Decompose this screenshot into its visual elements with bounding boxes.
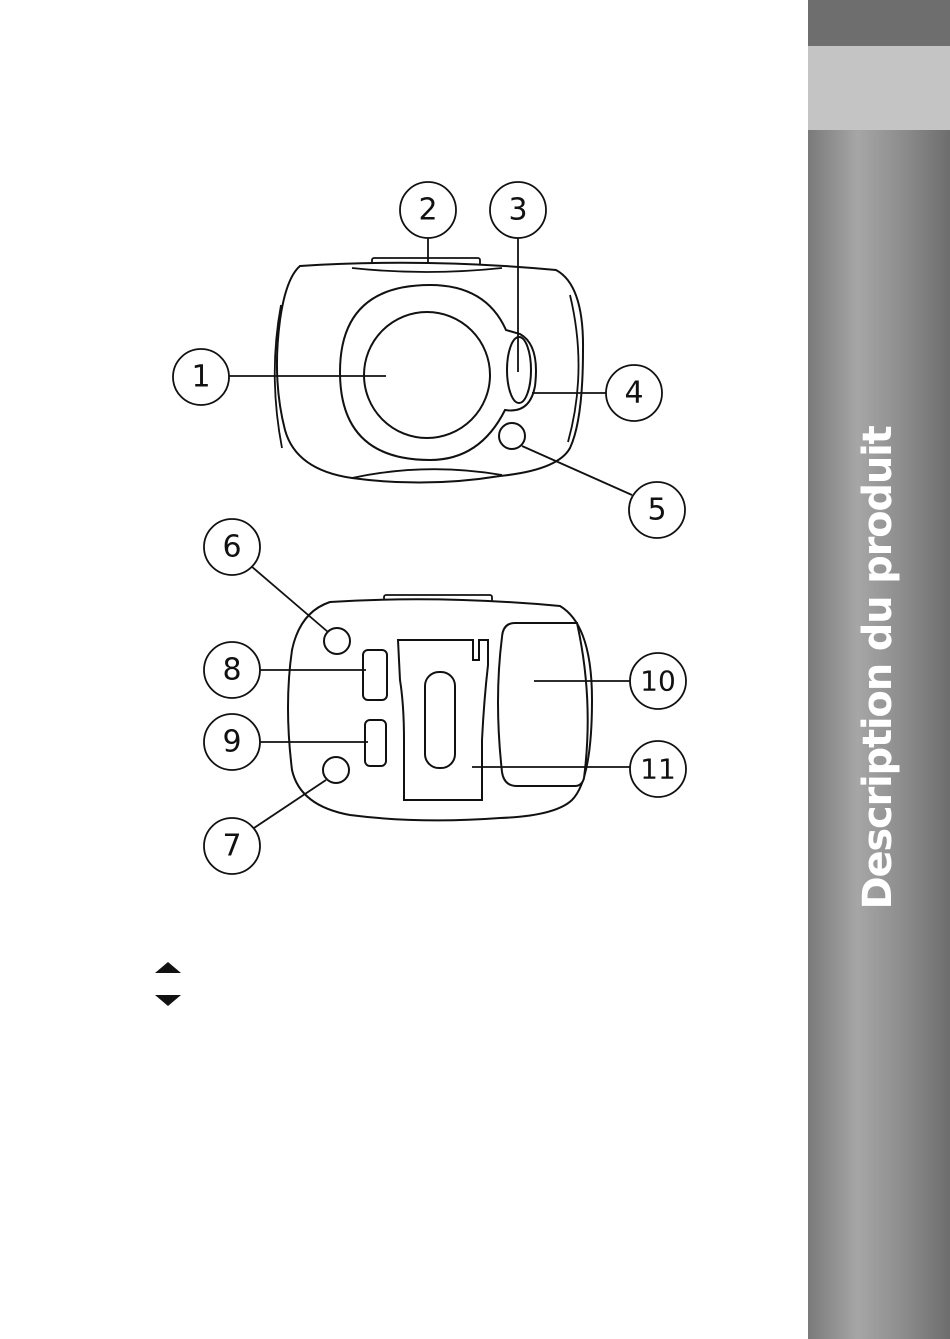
callout-1-label: 1 bbox=[191, 360, 210, 395]
leader-7 bbox=[254, 780, 326, 828]
callout-5: 5 bbox=[629, 482, 685, 538]
leader-5 bbox=[522, 446, 632, 495]
callout-4: 4 bbox=[606, 365, 662, 421]
callout-5-label: 5 bbox=[647, 493, 666, 528]
callout-10: 10 bbox=[630, 653, 686, 709]
callout-3: 3 bbox=[490, 182, 546, 238]
callout-1: 1 bbox=[173, 349, 229, 405]
side-tab-marker bbox=[808, 46, 950, 130]
section-title: Description du produit bbox=[855, 426, 901, 909]
side-tab-top bbox=[808, 0, 950, 46]
callout-11-label: 11 bbox=[640, 753, 676, 786]
callout-7: 7 bbox=[204, 818, 260, 874]
clip-slot-shape bbox=[425, 672, 455, 768]
callout-9: 9 bbox=[204, 714, 260, 770]
arrow-up-icon bbox=[155, 962, 181, 973]
callout-9-label: 9 bbox=[222, 725, 241, 760]
callout-2-label: 2 bbox=[418, 193, 437, 228]
led-shape bbox=[499, 423, 525, 449]
leader-6 bbox=[251, 566, 328, 632]
product-diagram: 1 2 3 4 5 6 7 8 bbox=[0, 0, 808, 1339]
callout-2: 2 bbox=[400, 182, 456, 238]
callout-11: 11 bbox=[630, 741, 686, 797]
callout-4-label: 4 bbox=[624, 376, 643, 411]
lens-shape bbox=[364, 312, 490, 438]
battery-door-shape bbox=[498, 623, 588, 786]
callout-7-label: 7 bbox=[222, 829, 241, 864]
callout-3-label: 3 bbox=[508, 193, 527, 228]
button-9-shape bbox=[365, 720, 386, 766]
callout-8-label: 8 bbox=[222, 653, 241, 688]
callout-6: 6 bbox=[204, 519, 260, 575]
back-view bbox=[288, 595, 592, 820]
callout-8: 8 bbox=[204, 642, 260, 698]
arrow-down-icon bbox=[155, 995, 181, 1006]
round-button-7-shape bbox=[323, 757, 349, 783]
callout-10-label: 10 bbox=[640, 665, 676, 698]
indicator-window-shape bbox=[507, 337, 531, 403]
button-8-shape bbox=[363, 650, 387, 700]
callout-6-label: 6 bbox=[222, 530, 241, 565]
front-view bbox=[275, 258, 583, 483]
